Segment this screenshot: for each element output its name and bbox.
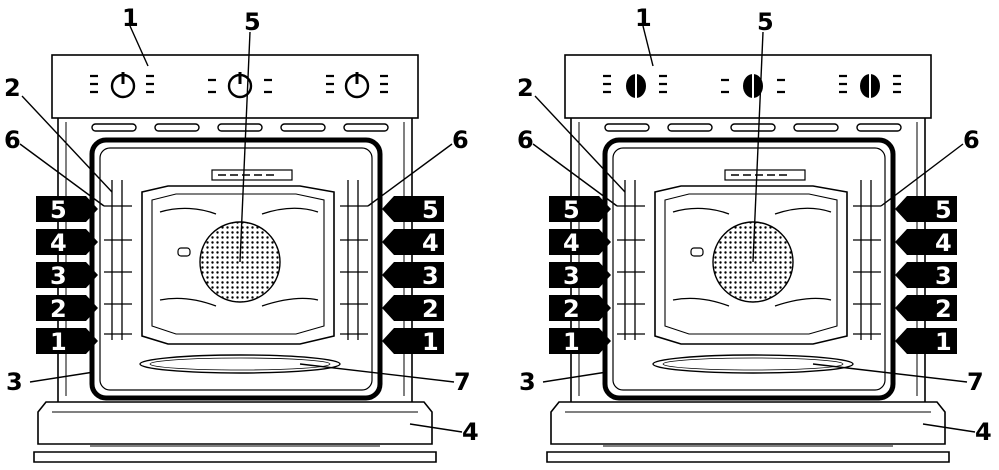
level-tag: 2	[935, 295, 952, 323]
knob-icon	[603, 72, 901, 100]
level-tags-right: 5 4 3 2 1	[895, 196, 957, 356]
level-tags-right: 5 4 3 2 1	[382, 196, 444, 356]
level-tags-left: 5 4 3 2 1	[36, 196, 98, 356]
callout-rack-clip: 6	[452, 126, 469, 154]
callout-side-rack: 2	[517, 74, 534, 102]
callout-rack-clip: 6	[963, 126, 980, 154]
level-tag: 4	[422, 229, 439, 257]
level-tag: 4	[563, 229, 580, 257]
callout-bottom-plate: 7	[454, 368, 471, 396]
oven-right: 5 4 3 2 1 5 4 3 2 1 1 5 2 6 6 3	[517, 4, 992, 462]
level-tag: 2	[50, 295, 67, 323]
leader-lines	[19, 25, 463, 433]
callout-control-panel: 1	[122, 4, 139, 32]
callout-door-seal: 3	[6, 368, 23, 396]
callout-door: 4	[462, 418, 479, 446]
callout-control-panel: 1	[635, 4, 652, 32]
level-tag: 3	[422, 262, 439, 290]
level-tag: 2	[563, 295, 580, 323]
level-tag: 1	[563, 328, 580, 356]
knob-icon	[90, 72, 388, 99]
level-tag: 1	[935, 328, 952, 356]
level-tag: 5	[563, 196, 580, 224]
level-tag: 3	[50, 262, 67, 290]
callout-fan: 5	[757, 8, 774, 36]
callout-side-rack: 2	[4, 74, 21, 102]
leader-lines	[532, 25, 976, 433]
level-tag: 1	[422, 328, 439, 356]
callout-rack-clip: 6	[517, 126, 534, 154]
level-tag: 5	[50, 196, 67, 224]
level-tag: 3	[935, 262, 952, 290]
callout-bottom-plate: 7	[967, 368, 984, 396]
level-tag: 5	[935, 196, 952, 224]
level-tag: 3	[563, 262, 580, 290]
callout-door: 4	[975, 418, 992, 446]
level-tag: 5	[422, 196, 439, 224]
level-tag: 4	[935, 229, 952, 257]
callout-rack-clip: 6	[4, 126, 21, 154]
callout-fan: 5	[244, 8, 261, 36]
oven-left: 5 4 3 2 1 5 4 3 2 1 1 5 2 6 6	[4, 4, 479, 462]
callout-door-seal: 3	[519, 368, 536, 396]
level-tag: 4	[50, 229, 67, 257]
level-tag: 2	[422, 295, 439, 323]
level-tags-left: 5 4 3 2 1	[549, 196, 611, 356]
level-tag: 1	[50, 328, 67, 356]
